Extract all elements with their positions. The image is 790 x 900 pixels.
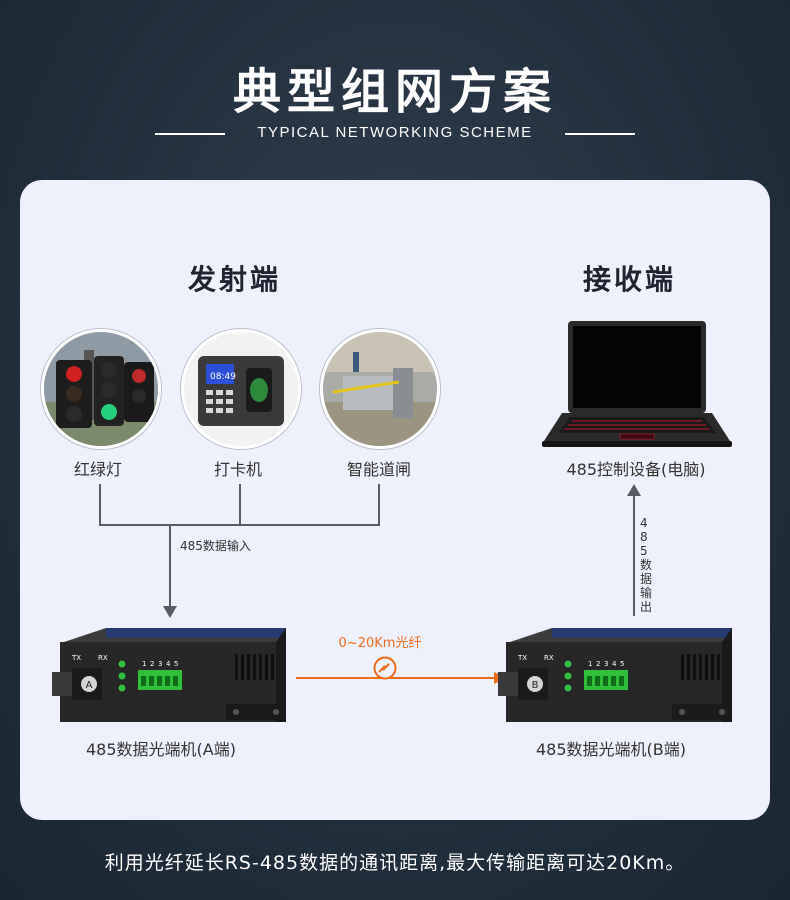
unit-b-badge: B xyxy=(532,680,539,691)
fiber-line xyxy=(296,677,496,679)
output-arrowhead-icon xyxy=(627,484,641,496)
laptop-icon xyxy=(542,321,732,447)
unit-b-pin: 5 xyxy=(620,660,624,668)
unit-b-pin: 4 xyxy=(612,660,617,668)
input-arrow-line xyxy=(169,524,171,614)
unit-a-pin: 5 xyxy=(174,660,178,668)
unit-a-pin: 1 xyxy=(142,660,146,668)
sender-heading: 发射端 xyxy=(188,263,282,296)
unit-a-rx: RX xyxy=(98,654,108,662)
connector-line xyxy=(99,524,380,526)
traffic-light-icon xyxy=(41,329,161,449)
subtitle-rule-right xyxy=(565,133,635,135)
unit-b-rx: RX xyxy=(544,654,554,662)
output-label: 485数据输出 xyxy=(640,516,653,614)
page-subtitle: TYPICAL NETWORKING SCHEME xyxy=(257,124,533,141)
unit-a-pin: 2 xyxy=(150,660,154,668)
diagram-card: 发射端 接收端 红绿灯 08:49 xyxy=(20,180,770,820)
fiber-link-icon xyxy=(373,656,397,680)
connector-line xyxy=(378,484,380,526)
unit-b-tx: TX xyxy=(517,654,527,662)
unit-b-pin: 1 xyxy=(588,660,592,668)
fiber-transceiver-b-icon: B TX RX 1 2 3 4 5 xyxy=(498,628,732,722)
input-arrowhead-icon xyxy=(163,606,177,618)
fiber-label: 0~20Km光纤 xyxy=(338,636,422,651)
unit-a-tx: TX xyxy=(71,654,81,662)
device-label-gate: 智能道闸 xyxy=(346,460,411,479)
unit-b-pin: 3 xyxy=(604,660,608,668)
device-label-traffic-light: 红绿灯 xyxy=(73,460,122,479)
unit-b-pin: 2 xyxy=(596,660,600,668)
unit-a-label: 485数据光端机(A端) xyxy=(86,740,236,759)
connector-line xyxy=(239,484,241,526)
receiver-heading: 接收端 xyxy=(583,263,677,296)
output-arrow-line xyxy=(633,492,635,616)
footer-text: 利用光纤延长RS-485数据的通讯距离,最大传输距离可达20Km。 xyxy=(104,852,686,874)
unit-a-pin: 4 xyxy=(166,660,171,668)
input-label: 485数据输入 xyxy=(180,539,251,553)
fiber-transceiver-a-icon: A TX RX 1 2 3 4 5 xyxy=(52,628,286,722)
subtitle-row: TYPICAL NETWORKING SCHEME xyxy=(0,124,790,144)
unit-a-pin: 3 xyxy=(158,660,162,668)
connector-line xyxy=(99,484,101,526)
unit-a-badge: A xyxy=(86,680,93,691)
subtitle-rule-left xyxy=(155,133,225,135)
gate-barrier-icon xyxy=(320,329,440,449)
device-label-time-clock: 打卡机 xyxy=(213,460,262,479)
unit-b-label: 485数据光端机(B端) xyxy=(535,740,686,759)
receiver-device-label: 485控制设备(电脑) xyxy=(566,460,706,479)
time-clock-icon: 08:49 xyxy=(181,329,301,449)
clock-display: 08:49 xyxy=(210,372,236,382)
page-title: 典型组网方案 xyxy=(232,64,557,120)
